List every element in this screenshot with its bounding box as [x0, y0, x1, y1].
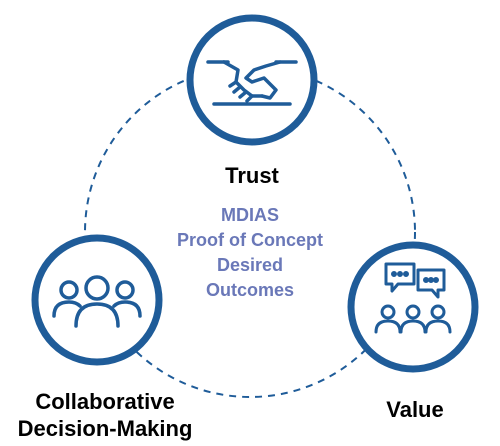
value-node	[347, 241, 479, 373]
center-line-2: Proof of Concept	[177, 230, 323, 250]
collaborative-label-line2: Decision-Making	[17, 416, 193, 441]
collaborative-label-line1: Collaborative	[35, 389, 175, 414]
center-line-4: Outcomes	[205, 280, 295, 300]
dashed-cycle-ring	[84, 66, 416, 398]
trust-label: Trust	[225, 163, 279, 188]
value-label: Value	[386, 397, 444, 422]
collaborative-node	[31, 234, 163, 366]
center-line-1: MDIAS	[221, 205, 279, 225]
people-group-icon	[52, 275, 142, 328]
center-text-block: MDIAS Proof of Concept Desired Outcomes	[150, 203, 350, 303]
collaborative-label: Collaborative Decision-Making	[10, 388, 200, 442]
center-line-3: Desired	[216, 255, 284, 275]
handshake-icon	[206, 60, 298, 106]
trust-node	[186, 14, 318, 146]
discussion-icon	[374, 262, 452, 334]
